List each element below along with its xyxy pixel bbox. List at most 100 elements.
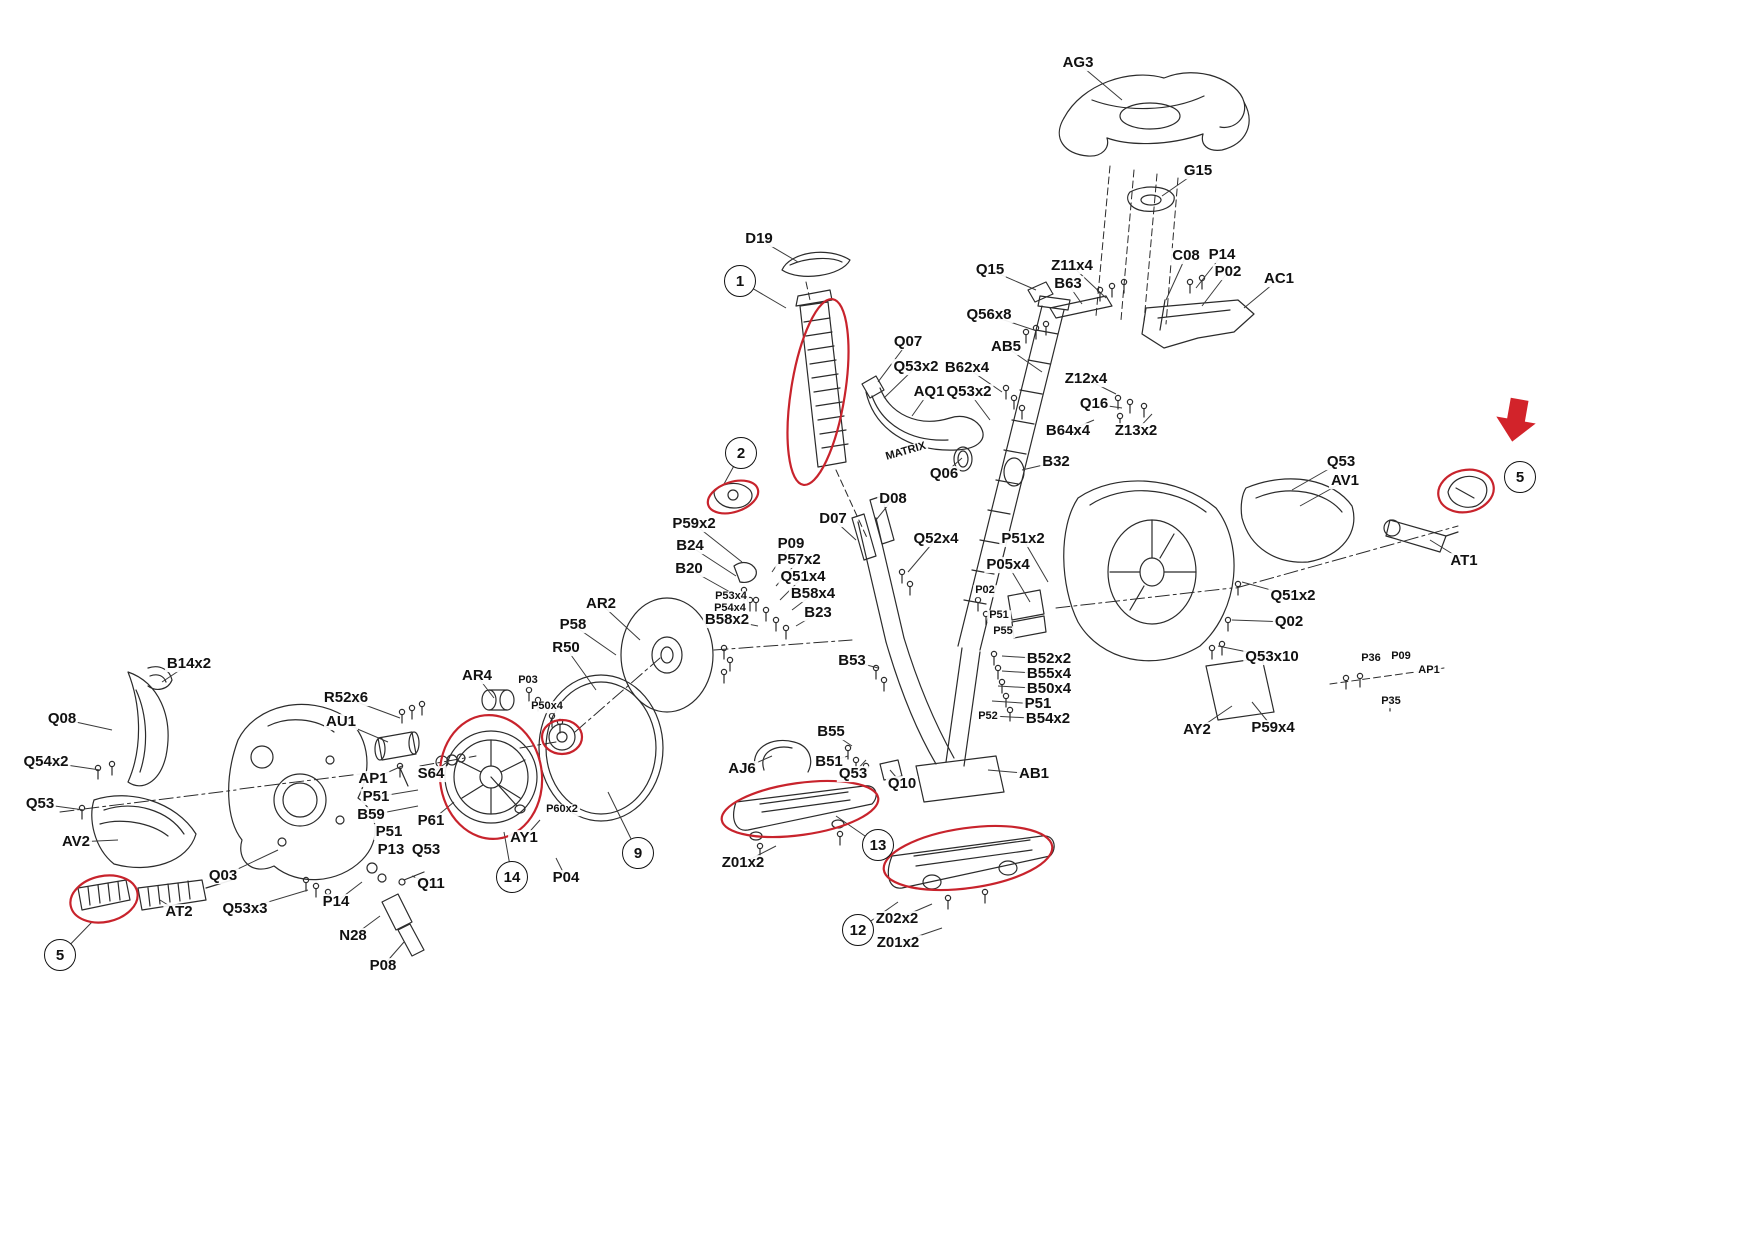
part-label-b14x2: B14x2 [164, 655, 214, 673]
part-label-p55: P55 [991, 625, 1015, 638]
part-label-q53: Q53 [409, 841, 443, 859]
part-label-q56x8: Q56x8 [964, 306, 1014, 324]
part-label-g15: G15 [1181, 162, 1215, 180]
part-label-q52x4: Q52x4 [911, 530, 961, 548]
callout-2: 2 [725, 437, 757, 469]
handlebar-art [1022, 72, 1255, 428]
stabilizer-art [733, 785, 1055, 910]
part-label-b23: B23 [802, 604, 834, 622]
part-label-b59: B59 [355, 806, 387, 824]
part-label-p35: P35 [1379, 695, 1403, 708]
seat-art [781, 251, 869, 541]
part-label-z12x4: Z12x4 [1062, 370, 1110, 388]
part-label-q53x3: Q53x3 [220, 900, 270, 918]
part-label-p13: P13 [375, 841, 407, 859]
part-label-b55: B55 [815, 723, 847, 741]
part-label-q07: Q07 [891, 333, 925, 351]
part-label-d08: D08 [877, 490, 909, 508]
part-label-ay2: AY2 [1181, 721, 1213, 739]
part-label-b32: B32 [1040, 453, 1072, 471]
part-label-p61: P61 [415, 812, 447, 830]
part-label-q51x4: Q51x4 [778, 568, 828, 586]
part-label-av1: AV1 [1328, 472, 1362, 490]
part-label-d07: D07 [817, 510, 849, 528]
part-label-at1: AT1 [1448, 552, 1480, 570]
callout-12: 12 [842, 914, 874, 946]
part-label-n28: N28 [337, 927, 369, 945]
part-label-p51: P51 [987, 609, 1011, 622]
part-label-ar4: AR4 [459, 667, 495, 685]
part-label-z13x2: Z13x2 [1112, 422, 1160, 440]
part-label-z01x2: Z01x2 [874, 934, 922, 952]
part-label-p50x4: P50x4 [529, 700, 565, 713]
red-down-arrow-icon [1496, 397, 1536, 442]
part-label-p36: P36 [1359, 652, 1383, 665]
part-label-p02: P02 [973, 584, 997, 597]
callout-5: 5 [44, 939, 76, 971]
part-label-p60x2: P60x2 [544, 803, 580, 816]
part-label-q53x2: Q53x2 [891, 358, 941, 376]
part-label-r50: R50 [550, 639, 582, 657]
part-label-p03: P03 [516, 674, 540, 687]
part-label-q15: Q15 [973, 261, 1007, 279]
part-label-p09: P09 [775, 535, 807, 553]
part-label-ag3: AG3 [1060, 54, 1096, 72]
part-label-p59x4: P59x4 [1249, 719, 1297, 737]
part-label-p14: P14 [320, 893, 352, 911]
part-label-b58x2: B58x2 [702, 611, 752, 629]
part-label-p08: P08 [367, 957, 399, 975]
part-label-s64: S64 [415, 765, 447, 783]
part-label-q53: Q53 [836, 765, 870, 783]
part-label-ap1: AP1 [356, 770, 390, 788]
part-label-p58: P58 [557, 616, 589, 634]
part-label-q16: Q16 [1077, 395, 1111, 413]
part-label-c08: C08 [1170, 247, 1202, 265]
part-label-au1: AU1 [323, 713, 359, 731]
callout-5: 5 [1504, 461, 1536, 493]
part-label-p57x2: P57x2 [775, 551, 823, 569]
part-label-p53x4: P53x4 [713, 590, 749, 603]
callout-9: 9 [622, 837, 654, 869]
part-label-p51x2: P51x2 [999, 530, 1047, 548]
part-label-q03: Q03 [206, 867, 240, 885]
part-label-r52x6: R52x6 [321, 689, 371, 707]
part-label-p05x4: P05x4 [984, 556, 1032, 574]
part-label-b24: B24 [674, 537, 706, 555]
part-label-at2: AT2 [163, 903, 195, 921]
part-label-q11: Q11 [415, 875, 447, 893]
part-label-q53: Q53 [23, 795, 57, 813]
part-label-q53x2: Q53x2 [944, 383, 994, 401]
part-label-q53: Q53 [1324, 453, 1358, 471]
part-label-p54x4: P54x4 [712, 602, 748, 615]
part-label-p52: P52 [976, 710, 1000, 723]
part-label-q02: Q02 [1272, 613, 1306, 631]
part-label-b58x4: B58x4 [788, 585, 838, 603]
part-label-q08: Q08 [45, 710, 79, 728]
part-label-z02x2: Z02x2 [873, 910, 921, 928]
part-label-z01x2: Z01x2 [719, 854, 767, 872]
part-label-ap1: AP1 [1416, 664, 1442, 677]
frame-art [713, 482, 1047, 803]
part-label-p14: P14 [1206, 246, 1238, 264]
part-label-q54x2: Q54x2 [21, 753, 71, 771]
part-label-p51: P51 [1022, 695, 1054, 713]
part-label-ar2: AR2 [583, 595, 619, 613]
part-label-ab1: AB1 [1016, 765, 1052, 783]
part-label-ac1: AC1 [1261, 270, 1297, 288]
part-label-ay1: AY1 [508, 829, 540, 847]
part-label-b51: B51 [813, 753, 845, 771]
part-label-p02: P02 [1212, 263, 1244, 281]
part-label-b55x4: B55x4 [1024, 665, 1074, 683]
part-label-p09: P09 [1389, 650, 1413, 663]
shroud-art [1055, 475, 1488, 721]
part-label-b54x2: B54x2 [1023, 710, 1073, 728]
part-label-b64x4: B64x4 [1043, 422, 1093, 440]
part-label-z11x4: Z11x4 [1049, 257, 1095, 275]
left-side-art [77, 666, 425, 957]
part-label-q53x10: Q53x10 [1243, 648, 1301, 666]
part-label-b62x4: B62x4 [942, 359, 992, 377]
part-label-b53: B53 [836, 652, 868, 670]
part-label-p51: P51 [373, 823, 405, 841]
